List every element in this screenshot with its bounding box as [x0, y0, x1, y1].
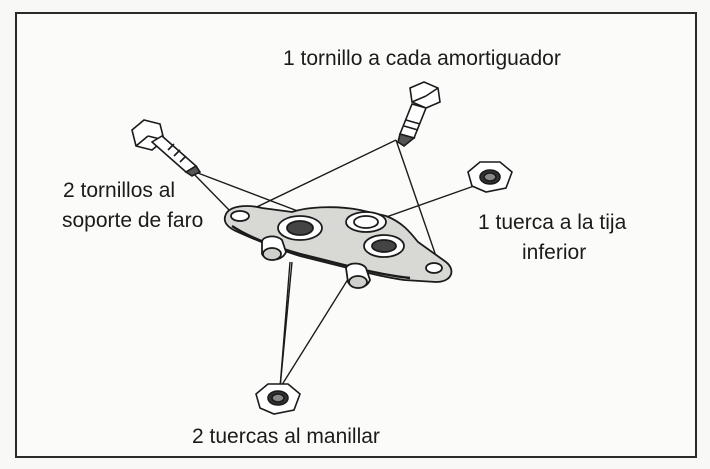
leader-right-nut: [371, 185, 475, 223]
leader-bottom-nuts-b: [279, 275, 351, 389]
label-top-screw: 1 tornillo a cada amortiguador: [283, 47, 561, 70]
label-right-nut-line2: inferior: [522, 241, 587, 264]
label-right-nut-line1: 1 tuerca a la tija: [478, 211, 627, 234]
bracket-outline: [223, 205, 453, 283]
label-left-screws-line1: 2 tornillos al: [63, 179, 176, 202]
bottom-nut: [255, 383, 301, 415]
top-bolt: [397, 81, 441, 147]
leader-top-screw-left: [237, 139, 397, 217]
label-left-screws-line2: soporte de faro: [62, 209, 204, 232]
leader-bottom-nuts-c: [279, 261, 291, 389]
bracket-plate: [223, 205, 453, 289]
top-bolt-shank: [398, 103, 428, 139]
left-bolt-shank: [150, 135, 198, 173]
bracket-hole-left: [230, 210, 250, 222]
left-bolt: [131, 119, 202, 177]
label-bottom-nuts: 2 tuercas al manillar: [192, 425, 380, 448]
leader-lines: [189, 139, 475, 389]
leader-left-screws-a: [189, 169, 233, 214]
bracket-hole-right: [425, 262, 443, 274]
right-nut: [467, 161, 513, 193]
leader-top-screw-right: [395, 139, 439, 263]
